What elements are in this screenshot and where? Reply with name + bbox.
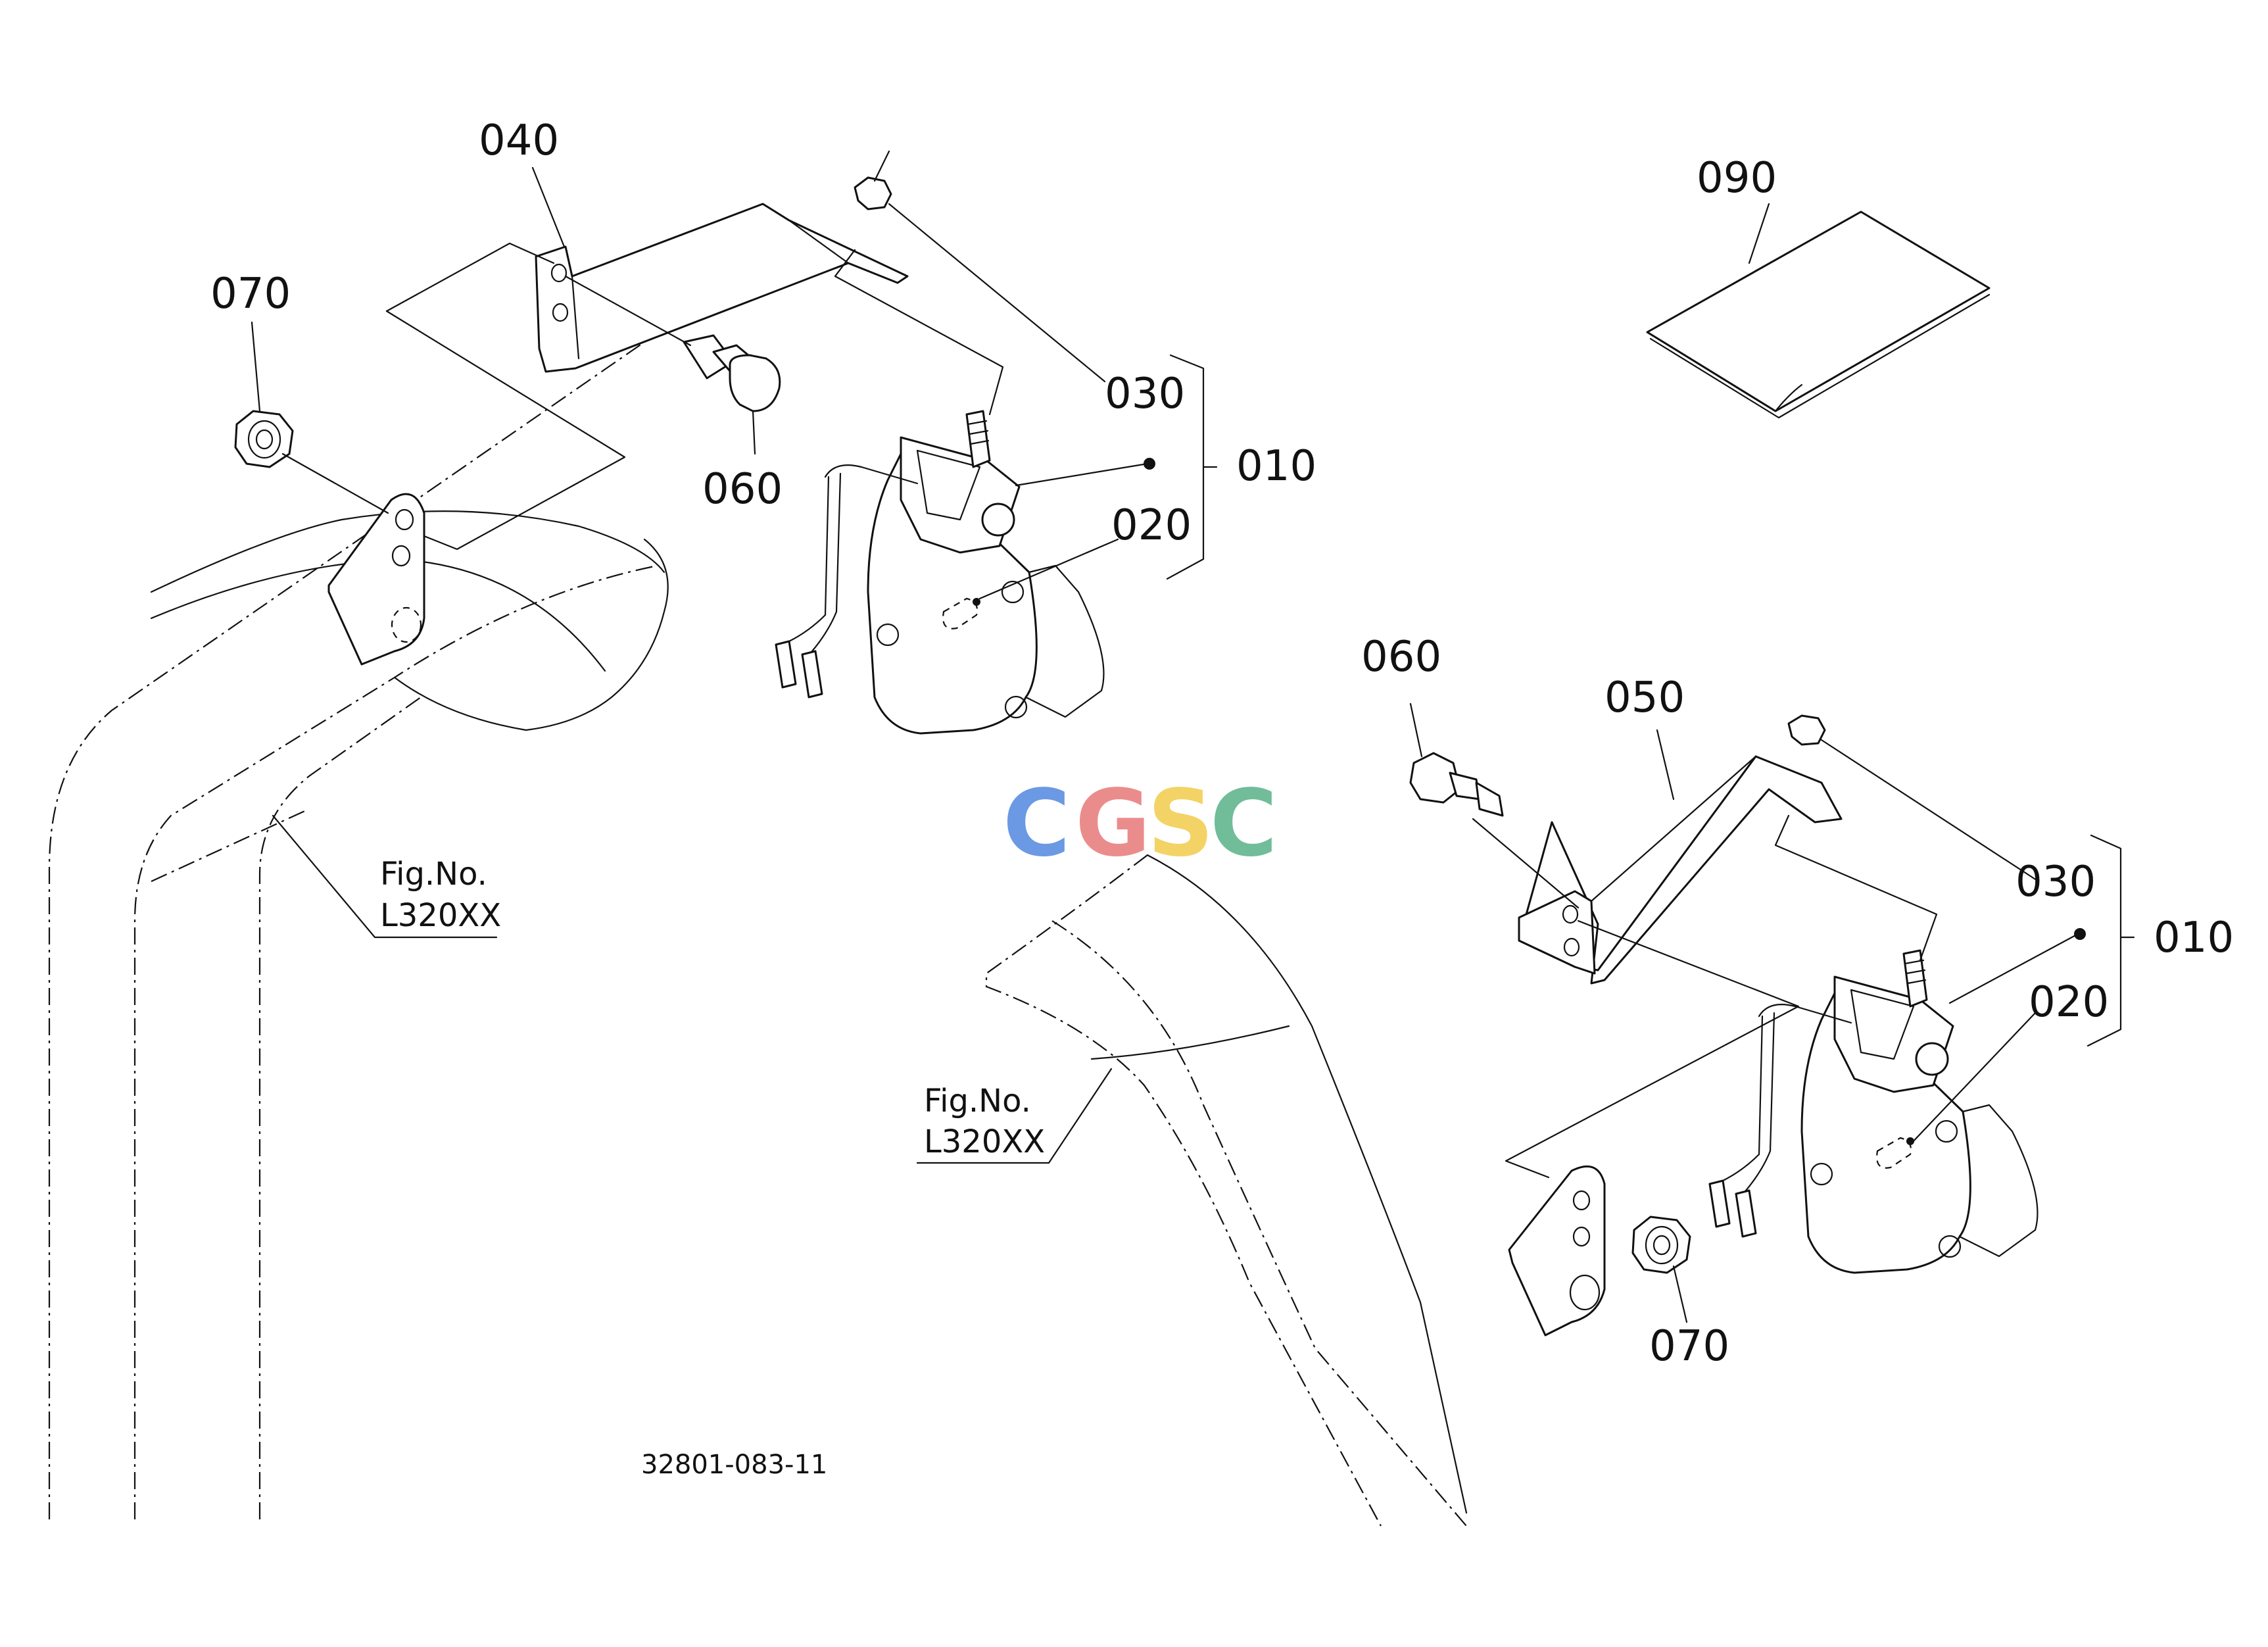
decal-sheet-090 (1646, 210, 1991, 419)
callout-030-right: 030 (2015, 858, 2096, 906)
fig-ref-mid-label: Fig.No. (924, 1083, 1031, 1119)
callout-050: 050 (1604, 674, 1685, 722)
leader-lines (251, 166, 2135, 1323)
work-lamp-left (775, 410, 1105, 735)
callout-060-left: 060 (702, 465, 783, 514)
fig-ref-mid-code: L320XX (924, 1123, 1045, 1160)
callout-070-left: 070 (210, 270, 291, 318)
callout-030-top: 030 (1105, 370, 1185, 418)
watermark-letter-1: C (1003, 770, 1071, 877)
callout-labels: 040 070 060 030 010 020 090 060 050 030 … (210, 116, 2234, 1371)
drawing-number: 32801-083-11 (641, 1450, 827, 1480)
screw-030-right (1787, 714, 1826, 746)
callout-020-top: 020 (1111, 501, 1192, 550)
callout-070-right: 070 (1649, 1322, 1729, 1371)
cgsc-watermark: C G S C (1003, 770, 1278, 877)
left-frame-outline (48, 341, 669, 1519)
bracket-040 (535, 203, 909, 373)
callout-040: 040 (479, 116, 559, 165)
screw-030-top (854, 150, 892, 210)
watermark-letter-2: G (1075, 770, 1151, 877)
bolt-060-left (683, 334, 781, 412)
nut-070-right (1631, 1216, 1691, 1274)
figure-references: Fig.No. L320XX Fig.No. L320XX (380, 856, 1045, 1160)
nut-070-left (234, 410, 294, 468)
watermark-letter-3: S (1147, 770, 1214, 877)
watermark-letter-4: C (1210, 770, 1278, 877)
fig-ref-left-label: Fig.No. (380, 856, 487, 893)
left-mounting-tab (327, 493, 425, 666)
right-mounting-tab (1508, 1165, 1606, 1337)
right-frame-outline (985, 854, 1468, 1527)
work-lamp-right (1708, 949, 2039, 1274)
callout-020-right: 020 (2029, 978, 2109, 1027)
bolt-060-right (1409, 752, 1504, 817)
bracket-050 (1518, 755, 1843, 985)
callout-010-right: 010 (2154, 914, 2234, 962)
callout-060-right: 060 (1361, 633, 1441, 681)
callout-010-top: 010 (1236, 442, 1316, 491)
fig-ref-left-code: L320XX (380, 897, 501, 934)
callout-090: 090 (1697, 154, 1777, 203)
